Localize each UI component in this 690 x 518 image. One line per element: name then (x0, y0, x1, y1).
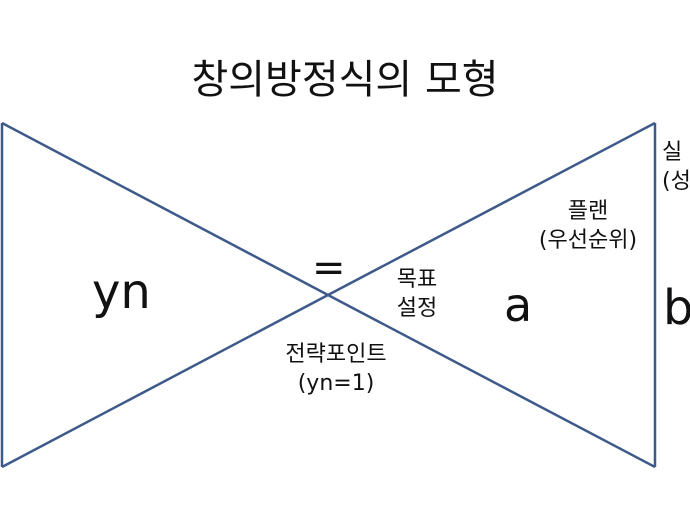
result-label-line2: (성 (662, 169, 690, 194)
yn-label: yn (92, 264, 151, 320)
result-label-clipped: 실 (성 (662, 138, 690, 196)
goal-label-line2: 설정 (396, 296, 438, 321)
strategy-label-line2: (yn=1) (297, 371, 375, 396)
equals-sign: = (312, 245, 346, 291)
bottom-right-diagonal (327, 293, 656, 469)
top-right-diagonal (327, 121, 656, 297)
goal-label-line1: 목표 (396, 267, 438, 292)
strategy-label-line1: 전략포인트 (285, 342, 387, 367)
goal-setting-label: 목표 설정 (388, 265, 446, 323)
strategy-point-label: 전략포인트 (yn=1) (268, 340, 404, 398)
a-label: a (504, 278, 533, 332)
top-left-diagonal (1, 121, 329, 297)
diagram-title: 창의방정식의 모형 (191, 57, 499, 103)
bottom-left-diagonal (1, 293, 329, 469)
plan-label: 플랜 (우선순위) (526, 197, 650, 255)
plan-label-line2: (우선순위) (538, 228, 638, 253)
result-label-line1: 실 (662, 140, 683, 165)
plan-label-line1: 플랜 (567, 199, 609, 224)
b-label: b (663, 280, 690, 336)
